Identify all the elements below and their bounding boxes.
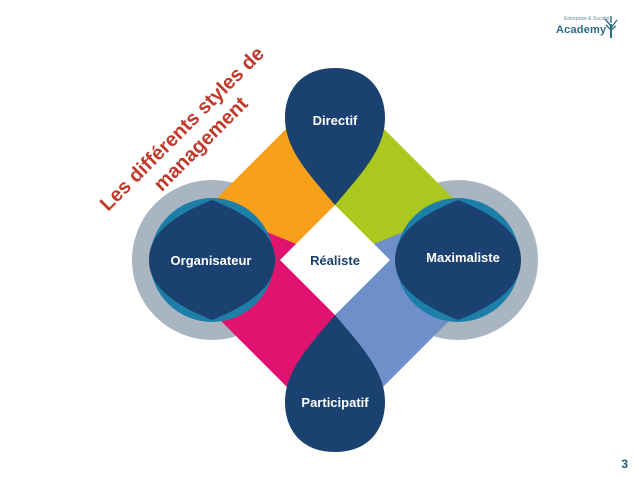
right-lens [395,200,521,320]
label-participatif: Participatif [301,395,369,410]
label-realiste: Réaliste [310,253,360,268]
bottom-drop [285,315,385,452]
left-lens [149,200,275,320]
label-directif: Directif [313,113,358,128]
label-organisateur: Organisateur [171,253,252,268]
page-number: 3 [621,457,628,471]
logo-name: Academy [556,24,607,36]
logo-subtitle: Entreprise & Société [564,16,610,22]
top-drop [285,68,385,205]
tree-icon [604,16,618,38]
label-maximaliste: Maximaliste [426,250,500,265]
academy-logo: Entreprise & Société Academy [548,12,628,42]
center-diamond [280,205,390,315]
